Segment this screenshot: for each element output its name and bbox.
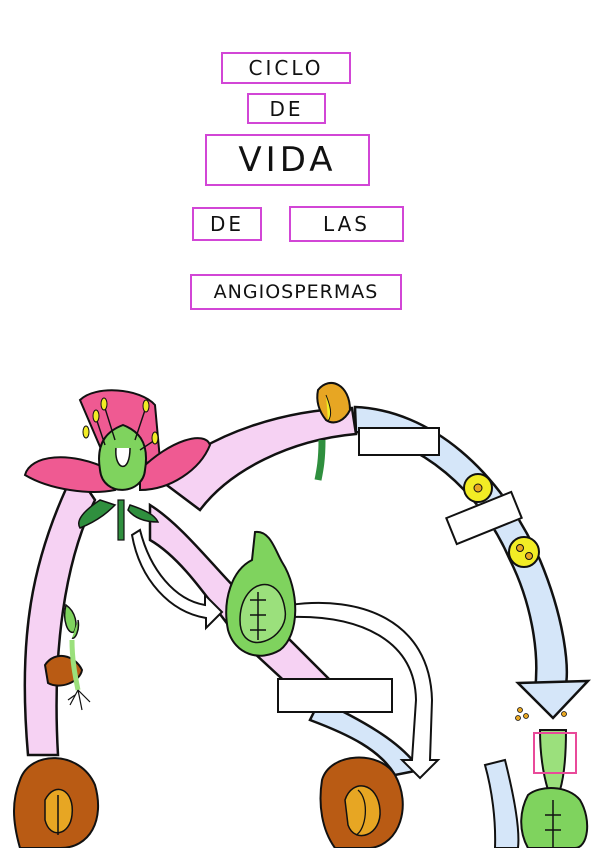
title-text: CICLO xyxy=(248,56,324,80)
answer-box-3[interactable] xyxy=(277,678,393,713)
seed-illustration-left xyxy=(13,757,100,848)
white-arrow-ovary-to-seed xyxy=(289,601,441,780)
title-text: LAS xyxy=(323,212,370,236)
title-word-de-2: DE xyxy=(192,207,262,241)
stamen-illustration xyxy=(314,381,352,481)
pistil-illustration xyxy=(515,707,589,848)
answer-box-1[interactable] xyxy=(358,427,440,456)
title-word-ciclo: CICLO xyxy=(221,52,351,84)
flower-illustration xyxy=(23,389,212,541)
seedling-illustration xyxy=(43,603,91,711)
title-word-de: DE xyxy=(247,93,326,124)
seed-illustration-center xyxy=(319,756,404,848)
pollen-grains xyxy=(463,473,540,568)
ovary-illustration xyxy=(225,530,297,657)
white-arrow-flower-to-ovary xyxy=(130,528,224,631)
title-text: VIDA xyxy=(238,140,337,180)
title-text: ANGIOSPERMAS xyxy=(213,280,379,303)
title-word-vida: VIDA xyxy=(205,134,370,186)
title-text: DE xyxy=(269,96,304,121)
title-word-las: LAS xyxy=(289,206,404,242)
title-text: DE xyxy=(209,212,245,236)
title-word-angiospermas: ANGIOSPERMAS xyxy=(190,274,402,310)
